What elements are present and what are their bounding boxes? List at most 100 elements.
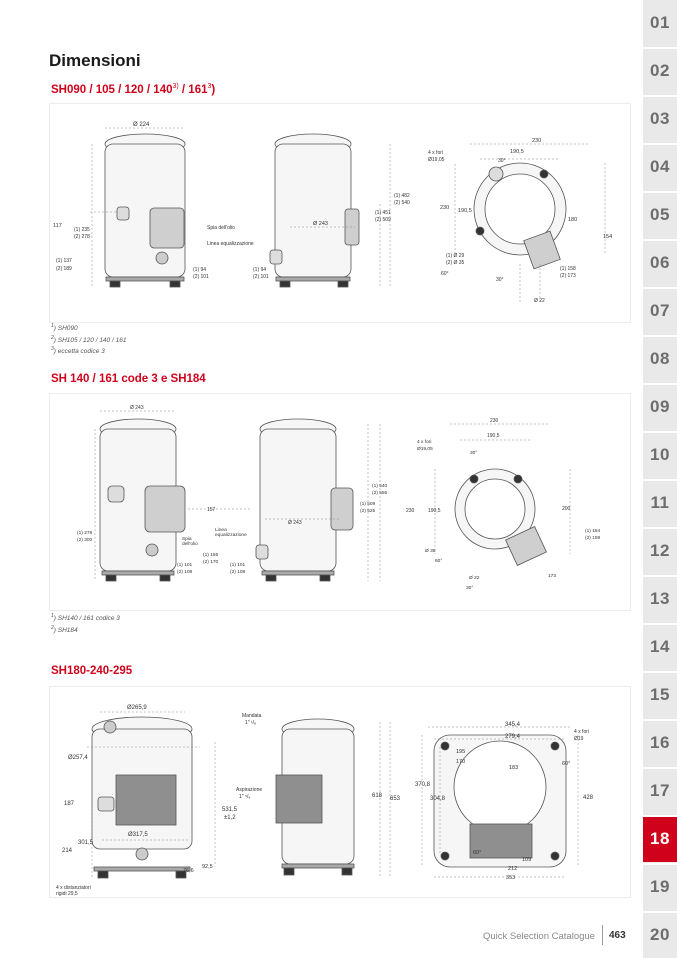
dim-label: (1) 509 [360, 501, 376, 507]
section3-drawing-panel: Ø265,9 Ø257,4 187 301,5 Ø317,5 214 531,5… [49, 686, 631, 898]
tab-chapter-11[interactable]: 11 [650, 493, 670, 512]
dim-label: Ø317,5 [128, 832, 148, 838]
tab-chapter-08[interactable]: 08 [650, 349, 670, 368]
tab-separator [643, 191, 677, 193]
dim-label: Ø265,9 [127, 705, 147, 711]
tab-chapter-18[interactable]: 18 [643, 816, 677, 862]
tab-separator [643, 575, 677, 577]
tab-chapter-14[interactable]: 14 [650, 637, 670, 656]
tab-chapter-02[interactable]: 02 [650, 61, 670, 80]
section1-drawing: Ø 224 117 (1) 235 (2) 278 Spia dell'olio… [53, 122, 612, 304]
dim-label: 190,5 [458, 208, 472, 214]
section2-drawing: Ø 243 (1) 278 (2) 300 Spia dell'olio (1)… [77, 405, 601, 591]
dim-label: Ø19,05 [428, 157, 445, 163]
dim-label: (2) 108 [230, 569, 246, 575]
tab-separator [643, 815, 677, 817]
dim-label: (1) 94 [253, 267, 266, 273]
oil-sight-label: Spia [182, 536, 192, 542]
dim-label: Ø 35 [425, 548, 436, 554]
dim-label: 170 [456, 759, 465, 765]
dim-label: Ø 243 [288, 520, 302, 526]
dim-label: (2) 555 [372, 490, 388, 496]
dim-label: 60° [435, 558, 442, 564]
dim-label: Ø 224 [133, 122, 150, 128]
tab-separator [643, 911, 677, 913]
section2-drawing-panel: Ø 243 (1) 278 (2) 300 Spia dell'olio (1)… [49, 393, 631, 611]
suction-fitting [116, 206, 130, 221]
tab-chapter-01[interactable]: 01 [650, 13, 670, 32]
dim-label: (1) 94 [193, 267, 206, 273]
dim-label: 30° [466, 585, 473, 591]
tab-chapter-06[interactable]: 06 [650, 253, 670, 272]
dim-label: 195 [456, 749, 465, 755]
tab-chapter-04[interactable]: 04 [650, 157, 670, 176]
tab-chapter-15[interactable]: 15 [650, 685, 670, 704]
tab-chapter-07[interactable]: 07 [650, 301, 670, 320]
dim-label: 183 [509, 765, 518, 771]
tab-chapter-19[interactable]: 19 [650, 877, 670, 896]
dim-label: 109 [522, 857, 531, 863]
dim-label: 4 x fori [428, 150, 443, 156]
dim-label: 653 [390, 796, 401, 802]
tab-chapter-05[interactable]: 05 [650, 205, 670, 224]
dim-label: Ø 243 [130, 405, 144, 411]
dim-label: 92,5 [202, 864, 213, 870]
tab-separator [643, 95, 677, 97]
dim-label: 4 x fori [417, 439, 431, 445]
catalogue-name: Quick Selection Catalogue [483, 931, 595, 942]
oil-sight-label: dell'olio [182, 541, 198, 547]
tab-chapter-10[interactable]: 10 [650, 445, 670, 464]
compressor-body-side [259, 428, 337, 572]
dim-label: 230 [532, 138, 541, 144]
dim-label: Ø257,4 [68, 755, 88, 761]
dim-label: 214 [62, 848, 73, 854]
tab-chapter-03[interactable]: 03 [650, 109, 670, 128]
dim-label: (2) 173 [560, 273, 576, 279]
dim-label: 60° [562, 761, 570, 767]
dim-label: 301,5 [78, 840, 94, 846]
dim-label: 190,5 [428, 508, 441, 514]
dim-label: (1) 482 [394, 193, 410, 199]
dim-label: 117 [53, 223, 62, 229]
tab-chapter-16[interactable]: 16 [650, 733, 670, 752]
oil-sight-glass [155, 251, 169, 265]
dim-label: 4 x fori [574, 729, 589, 735]
chapter-tab-strip: 01 02 03 04 05 06 07 08 09 10 11 12 13 14 15 16 17 18 19 20 [643, 0, 677, 958]
dim-label: (2) 108 [177, 569, 193, 575]
section3-title: SH180-240-295 [51, 665, 133, 677]
dim-label: (2) 525 [360, 508, 376, 514]
dim-label: 60° [473, 850, 481, 856]
tab-separator [643, 335, 677, 337]
terminal-box [115, 774, 177, 826]
dim-label: 60° [441, 271, 449, 277]
tab-chapter-13[interactable]: 13 [650, 589, 670, 608]
tab-separator [643, 863, 677, 865]
tab-chapter-09[interactable]: 09 [650, 397, 670, 416]
section1-title: SH090 / 105 / 120 / 1403) / 1613) [51, 83, 216, 96]
tab-separator [643, 47, 677, 49]
tab-separator [643, 287, 677, 289]
dim-label: (2) 278 [74, 234, 90, 240]
dim-label: (2) 189 [56, 266, 72, 272]
dim-label: 180 [568, 217, 577, 223]
dim-label: Ø19,05 [417, 446, 433, 452]
dim-label: 353 [506, 875, 515, 881]
tab-chapter-17[interactable]: 17 [650, 781, 670, 800]
page-title: Dimensioni [49, 51, 141, 70]
page-number: 463 [609, 930, 626, 941]
dim-label: (2) 159 [585, 535, 601, 541]
dim-label: 190,5 [510, 149, 524, 155]
dim-label: (2) Ø 35 [446, 260, 465, 266]
tab-separator [643, 431, 677, 433]
dim-label: Ø 22 [469, 575, 480, 581]
dim-label: ±1,2 [224, 815, 236, 821]
dim-label: (1) 154 [585, 528, 601, 534]
discharge-label: Mandata [242, 713, 262, 719]
tab-chapter-12[interactable]: 12 [650, 541, 670, 560]
dim-label: 230 [440, 205, 449, 211]
dim-label: 230 [406, 508, 415, 514]
dim-label: 345,4 [505, 722, 521, 728]
tab-chapter-20[interactable]: 20 [650, 925, 670, 944]
footer-divider [602, 925, 603, 945]
dim-label: (1) 158 [560, 266, 576, 272]
